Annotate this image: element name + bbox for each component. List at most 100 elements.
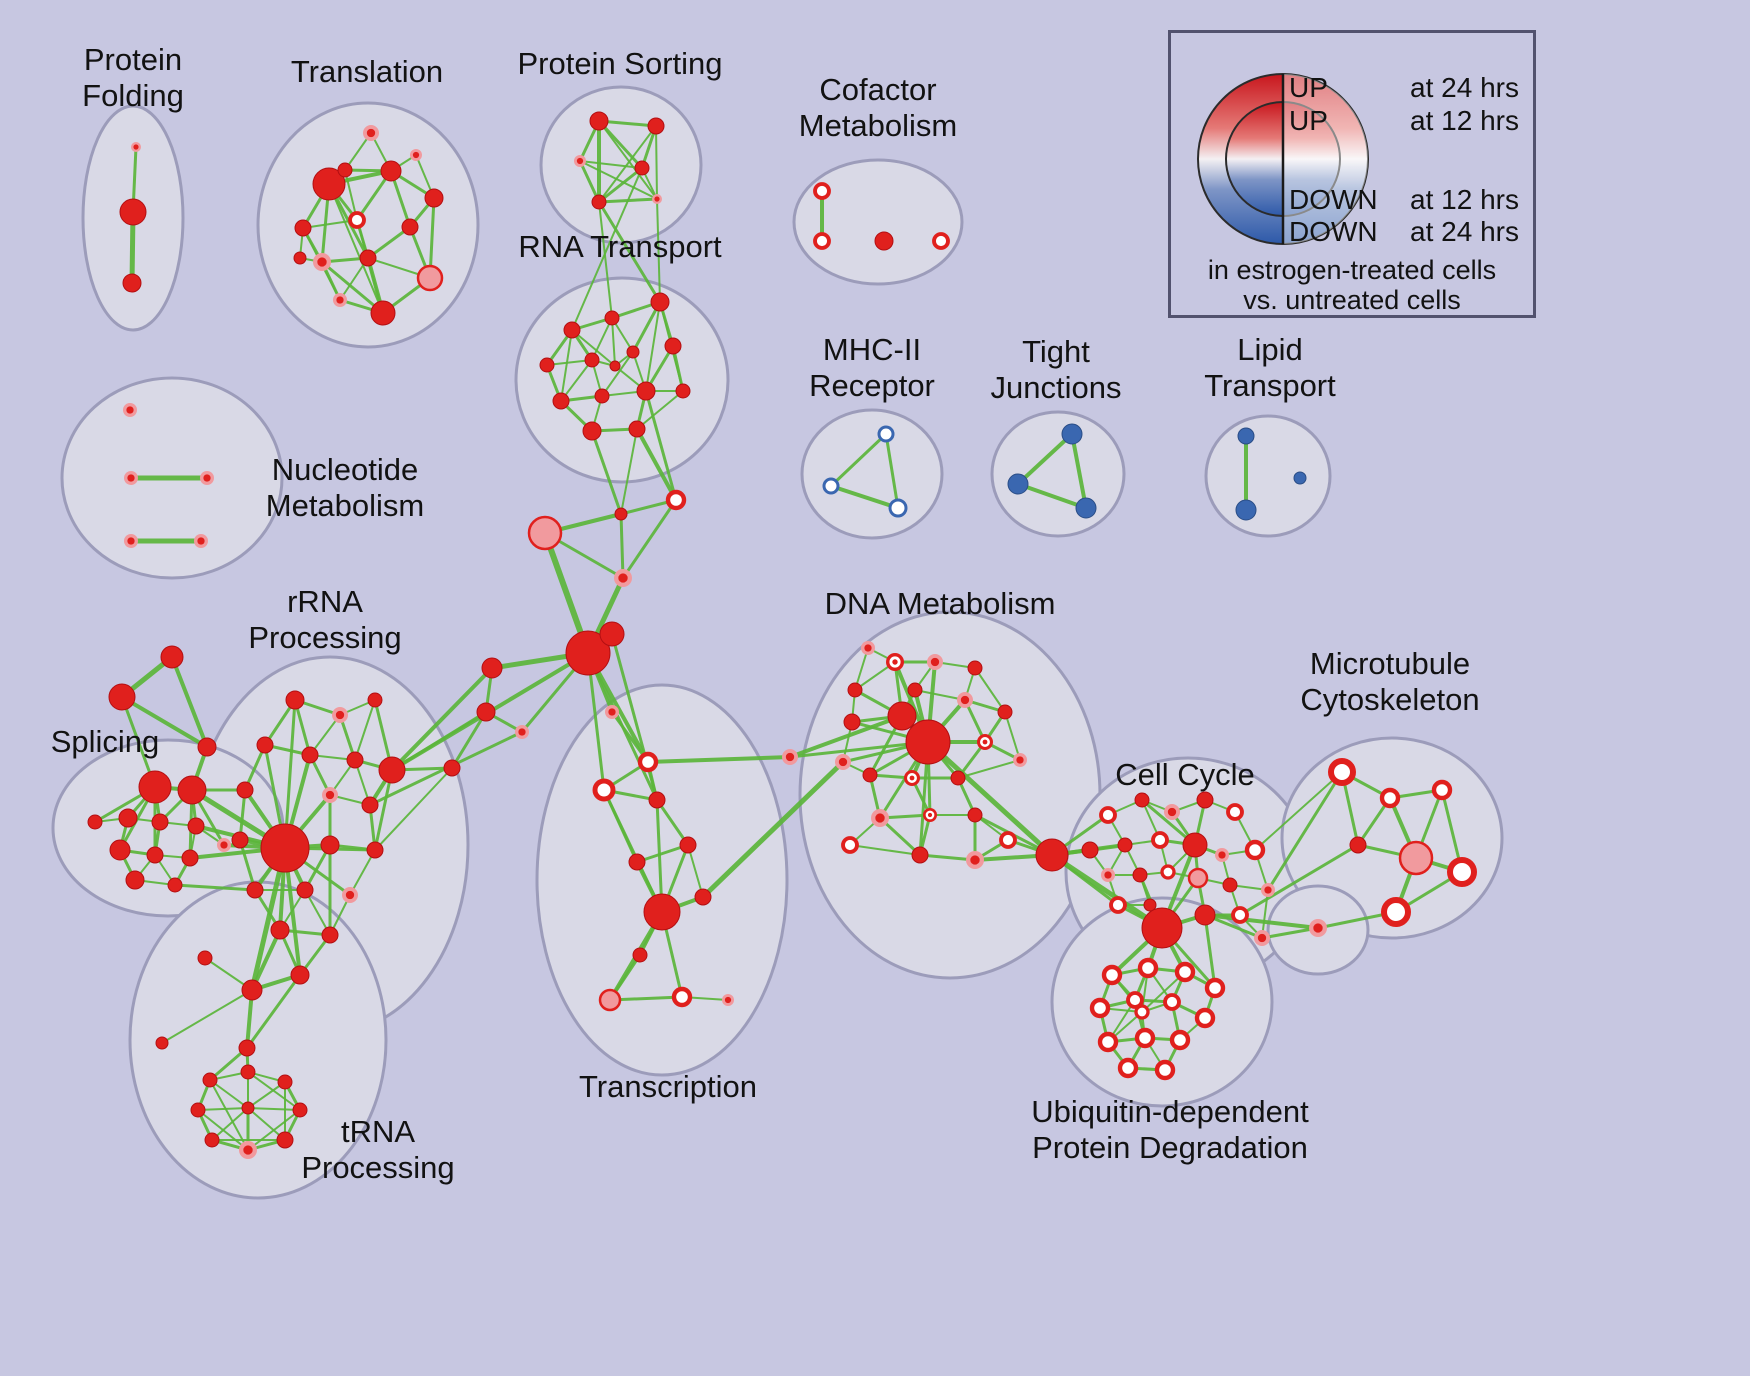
network-edge [560, 359, 593, 402]
network-edge [620, 428, 638, 515]
network-node-120 [643, 893, 681, 931]
network-node-126 [782, 749, 798, 765]
network-node-174 [1254, 930, 1270, 946]
cluster-label-line: Protein Degradation [1032, 1130, 1308, 1165]
network-node-91 [246, 881, 264, 899]
network-node-113 [241, 1101, 255, 1115]
cluster-label-line: Ubiquitin-dependent [1031, 1094, 1309, 1129]
network-node-118 [679, 836, 697, 854]
network-node-119 [628, 853, 646, 871]
network-node-175 [1101, 964, 1123, 986]
network-node-24 [563, 321, 581, 339]
network-node-73 [125, 870, 145, 890]
network-node-160 [1215, 848, 1229, 862]
network-node-64 [197, 737, 217, 757]
network-edge [700, 759, 846, 900]
network-node-30 [664, 337, 682, 355]
network-edge [1049, 852, 1165, 931]
network-node-65 [138, 770, 172, 804]
network-node-155 [1196, 791, 1214, 809]
network-node-194 [1447, 857, 1477, 887]
network-edge [644, 389, 678, 502]
legend-up-24-time: at 24 hrs [1410, 72, 1519, 103]
network-node-165 [1187, 867, 1209, 889]
network-edge [245, 973, 302, 1050]
network-node-3 [363, 125, 379, 141]
network-node-16 [337, 162, 353, 178]
cluster-label-line: Junctions [991, 370, 1122, 405]
network-node-77 [260, 823, 310, 873]
network-node-90 [366, 841, 384, 859]
cluster-label-line: DNA Metabolism [825, 586, 1056, 621]
network-node-156 [1226, 803, 1244, 821]
network-node-103 [155, 1036, 169, 1050]
network-node-53 [877, 425, 895, 443]
legend-caption-line2: vs. untreated cells [1243, 285, 1461, 315]
network-edge [598, 120, 658, 200]
network-node-2 [122, 273, 142, 293]
network-node-185 [1169, 1029, 1191, 1051]
legend-svg: UP at 24 hrs UP at 12 hrs DOWN at 12 hrs… [1197, 72, 1519, 315]
network-node-95 [321, 926, 339, 944]
network-node-1 [119, 198, 147, 226]
network-node-142 [950, 770, 966, 786]
cluster-label-line: Lipid [1237, 332, 1303, 367]
network-node-189 [1328, 758, 1356, 786]
network-node-22 [591, 194, 607, 210]
network-node-21 [634, 160, 650, 176]
network-node-110 [239, 1141, 257, 1159]
network-node-167 [1109, 896, 1127, 914]
network-node-25 [604, 310, 620, 326]
network-edge [161, 989, 253, 1044]
network-edge [120, 695, 209, 749]
network-node-96 [290, 965, 310, 985]
network-node-180 [1126, 991, 1144, 1009]
network-edge [1203, 913, 1320, 930]
network-node-117 [648, 791, 666, 809]
network-node-173 [1081, 841, 1099, 859]
cluster-label-translation: Translation [291, 54, 443, 89]
network-edge [829, 432, 888, 488]
network-node-67 [118, 808, 138, 828]
network-node-61 [1293, 471, 1307, 485]
network-node-68 [151, 813, 169, 831]
network-node-29 [626, 345, 640, 359]
cluster-label-line: Cofactor [819, 72, 936, 107]
network-edge [635, 843, 690, 864]
network-node-101 [241, 979, 263, 1001]
network-node-51 [874, 231, 894, 251]
network-node-176 [1137, 957, 1159, 979]
legend-down-24-label: DOWN [1289, 216, 1378, 247]
network-edge [621, 498, 678, 580]
network-node-72 [181, 849, 199, 867]
network-edge [849, 844, 921, 856]
network-edge [571, 167, 643, 331]
cluster-label-line: Translation [291, 54, 443, 89]
legend-up-12-label: UP [1289, 105, 1328, 136]
cluster-label-line: Protein [84, 42, 182, 77]
cluster-label-splicing: Splicing [51, 724, 160, 759]
network-edge [238, 838, 257, 892]
cluster-region-mhc-ii-receptor [800, 408, 944, 540]
legend-down-24-time: at 24 hrs [1410, 216, 1519, 247]
network-node-128 [887, 701, 917, 731]
network-node-132 [927, 654, 943, 670]
network-node-94 [270, 920, 290, 940]
network-edge [354, 699, 376, 761]
network-edge [655, 125, 658, 200]
network-node-97 [481, 657, 503, 679]
network-node-161 [1244, 839, 1266, 861]
network-edge [914, 689, 966, 701]
network-edge [1070, 432, 1088, 510]
network-edge [571, 329, 616, 367]
cluster-label-line: Metabolism [799, 108, 958, 143]
network-node-74 [167, 877, 183, 893]
network-edge [1016, 432, 1074, 486]
network-node-79 [332, 707, 348, 723]
cluster-label-line: Tight [1022, 334, 1090, 369]
network-node-49 [813, 182, 831, 200]
network-edge [302, 219, 358, 229]
